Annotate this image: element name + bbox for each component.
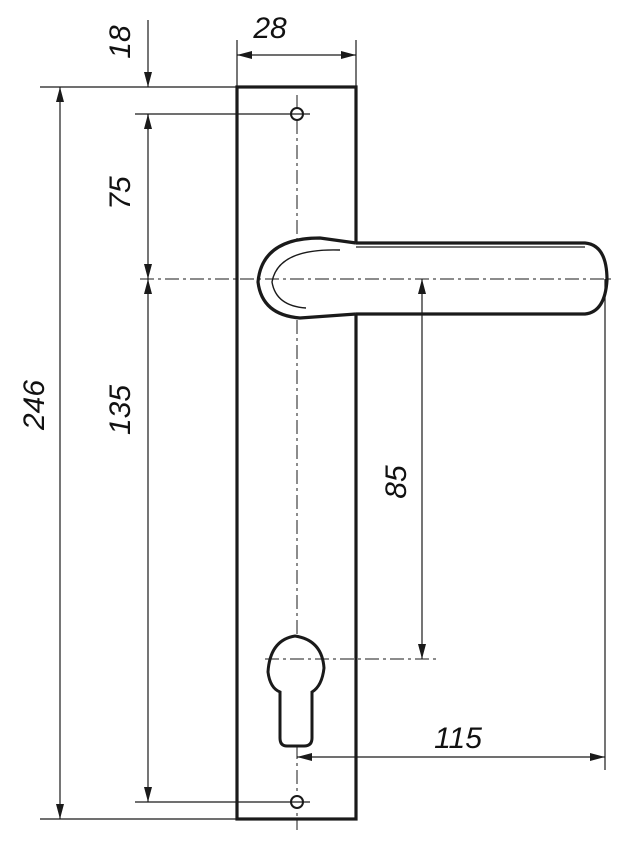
label-top-to-hole: 18 [104, 25, 137, 59]
label-hole-to-axis: 75 [104, 176, 137, 210]
label-axis-to-lower-hole: 135 [104, 385, 137, 435]
dim-hole-to-axis [144, 114, 152, 279]
label-plate-width: 28 [252, 12, 287, 45]
cylinder-cutout [266, 634, 326, 748]
lever-outline [356, 241, 609, 316]
dim-axis-to-lower-hole [144, 279, 152, 802]
label-lever-length: 115 [434, 722, 482, 755]
label-total-height: 246 [18, 380, 51, 431]
lever-rosette-outer [256, 236, 357, 320]
lever-rosette-inner [271, 249, 341, 309]
dim-total-height [56, 87, 64, 819]
label-axis-to-cylinder: 85 [380, 465, 413, 499]
dim-axis-to-cylinder [418, 279, 426, 659]
dim-plate-width [237, 51, 356, 59]
dim-lever-length [297, 753, 605, 761]
lever-handle [256, 236, 609, 320]
